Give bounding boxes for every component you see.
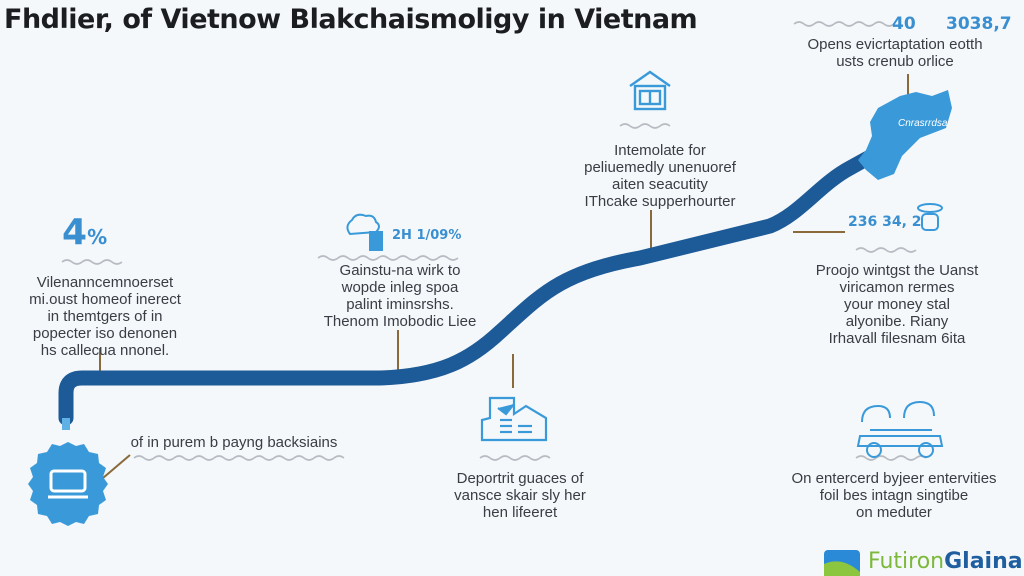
start-description: of in purem b payng backsiains	[130, 434, 338, 451]
brand-logo-part-a: Futiron	[868, 549, 945, 574]
factory-description: Deportrit guaces of vansce skair sly her…	[454, 470, 586, 521]
connector-start	[102, 454, 131, 479]
stat-2h-description: Gainstu-na wirk to wopde inleg spoa pali…	[323, 262, 477, 330]
stat-2h-value: 2H 1/09%	[392, 228, 462, 243]
factory-building-icon	[480, 396, 548, 442]
map-label: Cnrasrrdsa	[898, 118, 948, 129]
stat-4-description: Vilenanncemnoerset mi.oust homeof inerec…	[29, 274, 181, 359]
laptop-badge-icon	[48, 469, 88, 499]
stat-4-group: 4%	[62, 212, 107, 253]
map-description: Opens evicrtaptation eotth usts crenub o…	[807, 36, 983, 70]
vehicle-icon	[856, 400, 944, 458]
stat-4-suffix: %	[87, 225, 108, 249]
vehicle-description: On entercerd byjeer entervities foil bes…	[791, 470, 997, 521]
brand-logo-part-b: Glainak	[944, 549, 1024, 574]
wave-dividers	[61, 21, 927, 461]
house-icon	[629, 70, 671, 111]
map-stat-a: 40	[892, 14, 916, 34]
cloud-trash-icon	[346, 213, 383, 251]
timeline-path	[58, 150, 876, 426]
vietnam-map-icon	[858, 90, 952, 180]
brand-logo: FutironGlainak	[824, 549, 1024, 576]
brand-logo-mark	[824, 550, 860, 576]
start-badge	[28, 442, 108, 526]
brand-logo-text: FutironGlainak	[868, 549, 1024, 574]
coin-icon	[917, 203, 943, 231]
house-description: Intemolate for peliuemedly unenuoref ait…	[584, 142, 736, 210]
page-title: Fhdlier, of Vietnow Blakchaismoligy in V…	[4, 4, 698, 35]
stat-234-description: Proojo wintgst the Uanst viricamon rerme…	[815, 262, 979, 347]
connectors	[99, 74, 909, 479]
stat-4-value: 4	[62, 212, 88, 253]
stat-234-value: 236 34, 2	[848, 214, 922, 230]
map-stat-b: 3038,7	[946, 14, 1012, 34]
